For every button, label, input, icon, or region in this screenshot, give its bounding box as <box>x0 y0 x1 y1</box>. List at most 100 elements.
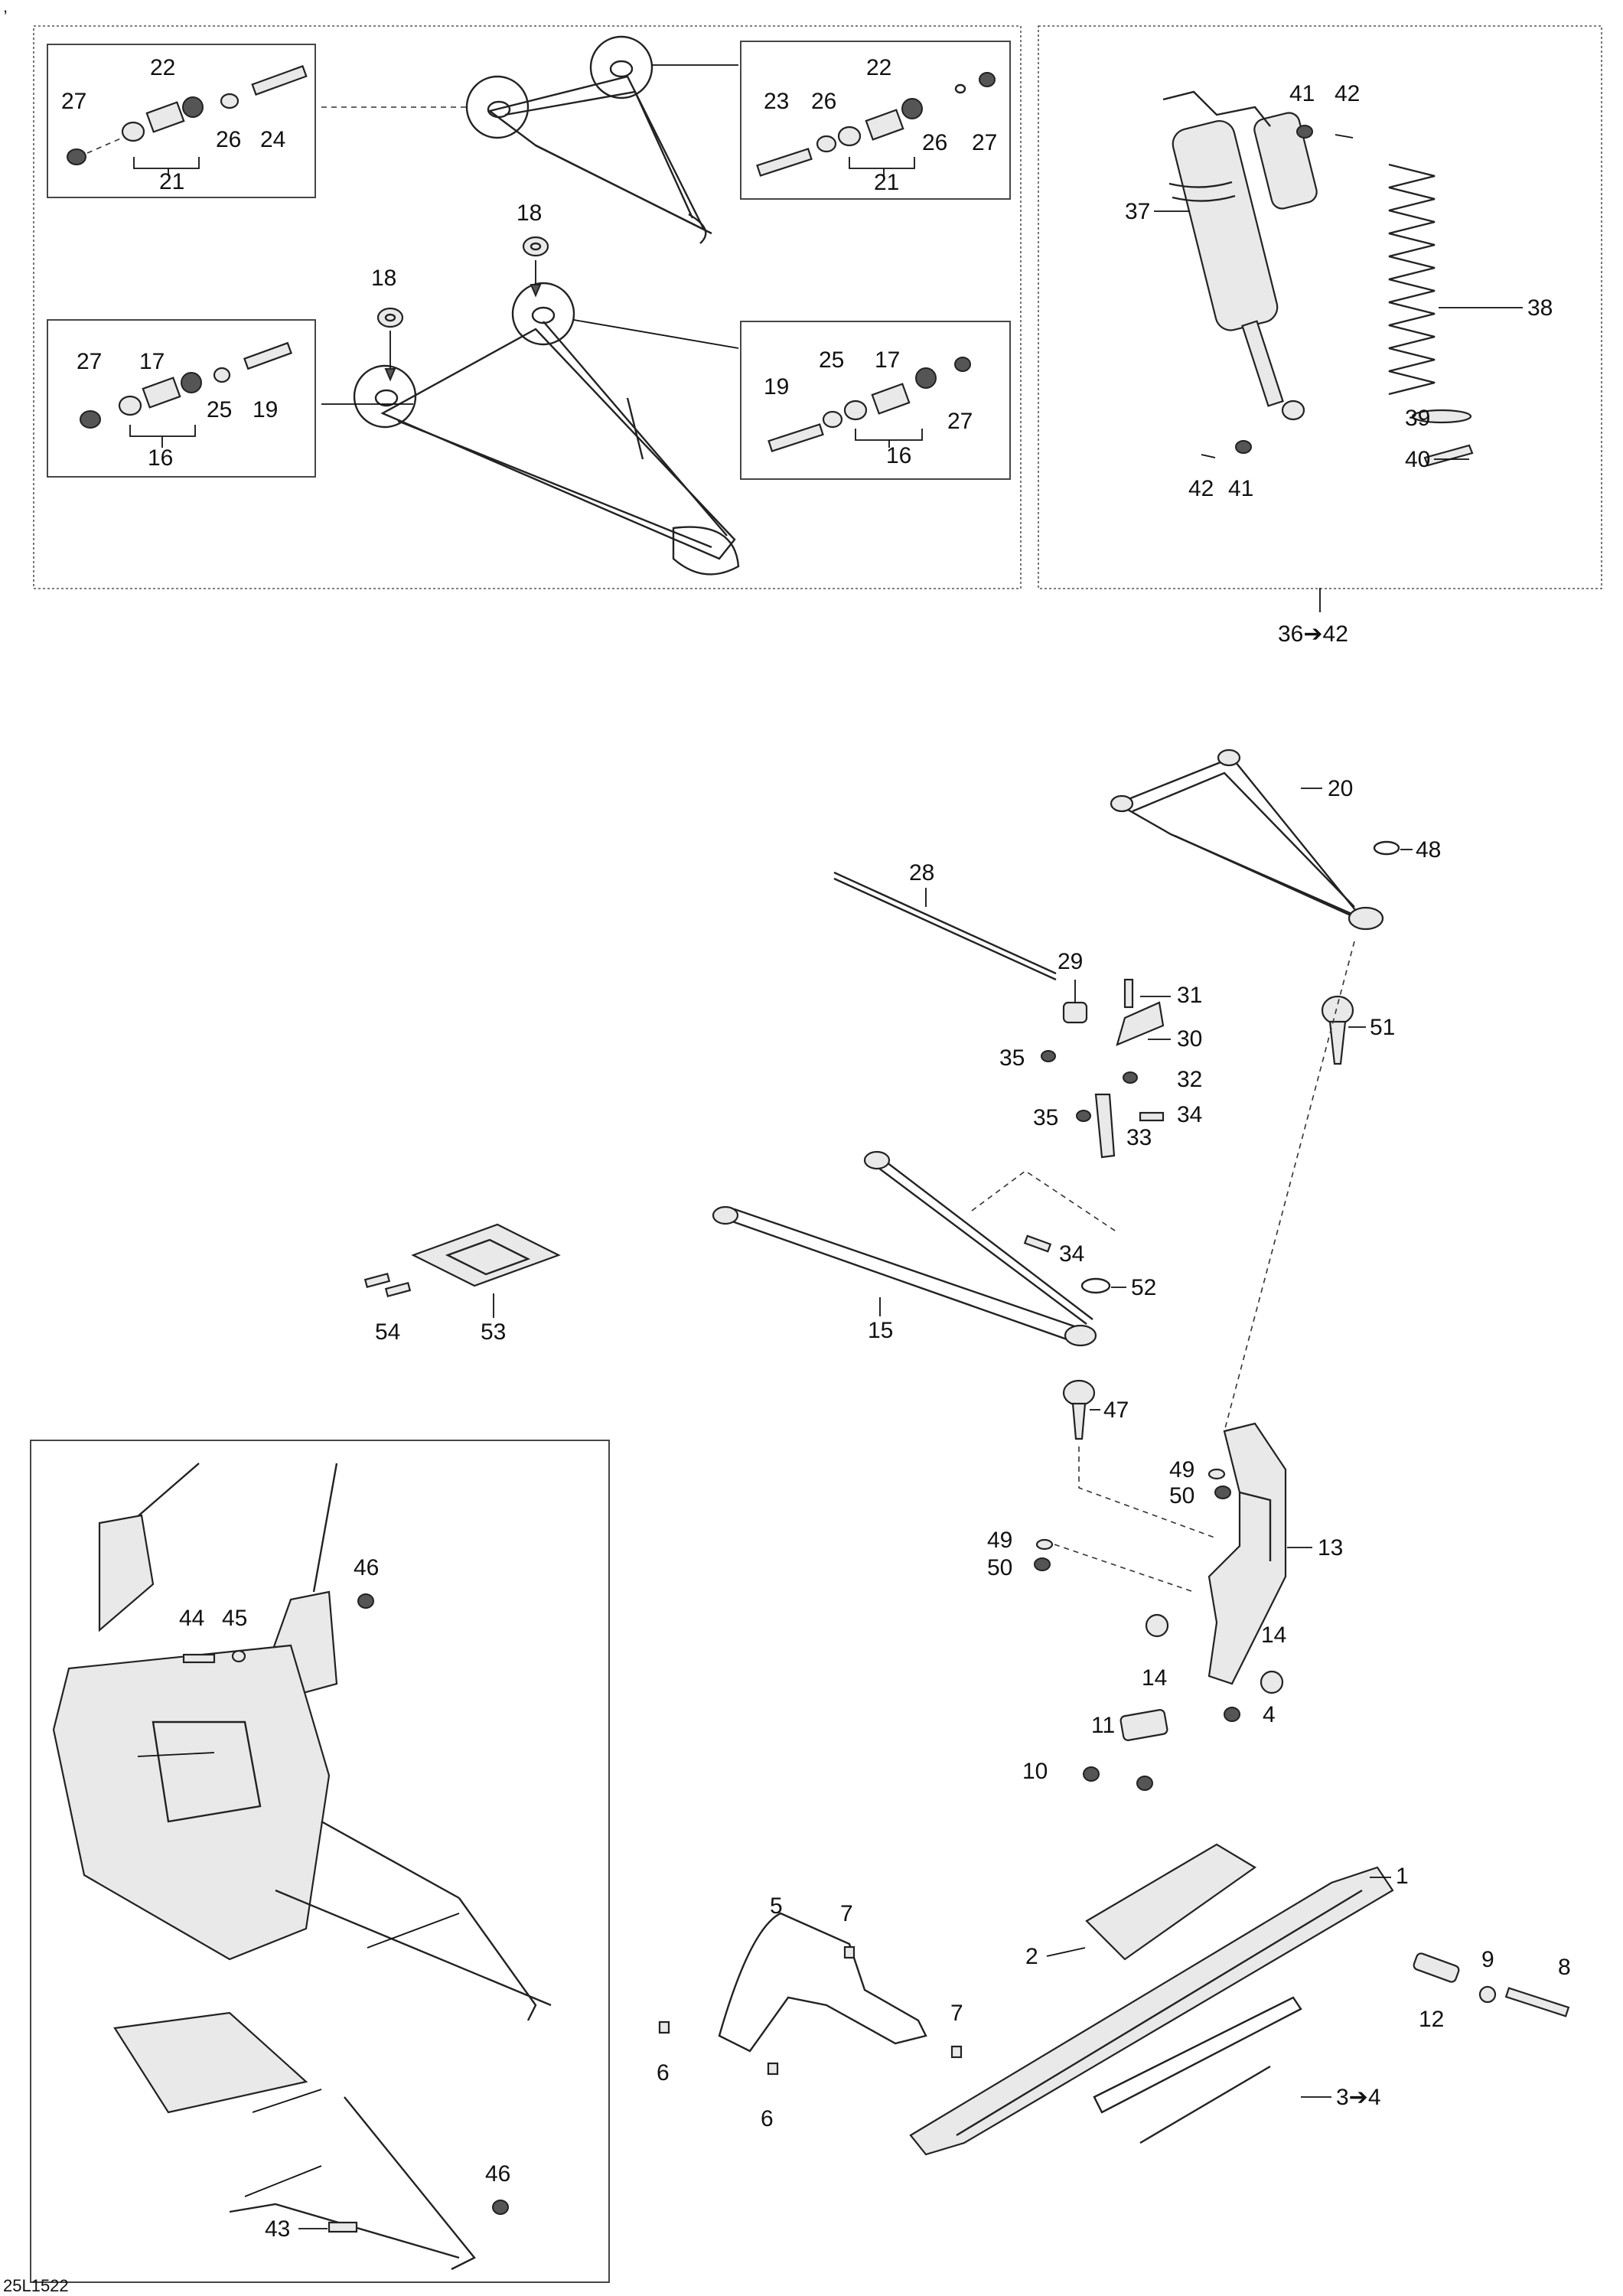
label-10: 10 <box>1022 1759 1048 1784</box>
label-23: 23 <box>764 89 789 114</box>
label-19: 19 <box>253 397 278 422</box>
screw-6-right <box>767 2062 779 2076</box>
label-3-4: 3➔4 <box>1336 2085 1381 2110</box>
label-27: 27 <box>972 130 997 155</box>
bolt-34-lower <box>1023 1234 1052 1253</box>
label-37: 37 <box>1125 199 1150 224</box>
sway-bar-28: 28 <box>833 860 1057 981</box>
screw-6-left <box>658 2020 670 2034</box>
detail-box-upper-right: 23 26 22 26 27 21 <box>740 41 1011 200</box>
frame-shock-absorber: 41 42 37 38 39 40 42 41 36➔42 <box>1038 25 1602 647</box>
label-27: 27 <box>77 349 102 374</box>
label-14: 14 <box>1142 1665 1167 1691</box>
label-26: 26 <box>922 130 947 155</box>
bolt-44 <box>182 1653 216 1664</box>
label-31: 31 <box>1177 983 1202 1008</box>
label-5: 5 <box>770 1893 783 1919</box>
label-33: 33 <box>1126 1125 1152 1150</box>
ball-joint-47: 47 <box>1062 1379 1129 1440</box>
cap-11 <box>1119 1709 1168 1741</box>
washer-9 <box>1478 1985 1497 2004</box>
label-46: 46 <box>354 1555 379 1580</box>
nut-50-top <box>1214 1486 1231 1499</box>
dash-connector <box>1224 941 1355 1432</box>
label-50: 50 <box>987 1555 1012 1580</box>
label-25: 25 <box>819 347 844 373</box>
label-1: 1 <box>1396 1864 1409 1889</box>
label-17: 17 <box>875 347 900 373</box>
dash-connector <box>1078 1446 1217 1539</box>
plate-40 <box>1423 444 1474 467</box>
frame-border <box>30 1440 610 2283</box>
bolt-54-a <box>363 1272 391 1289</box>
label-21: 21 <box>159 169 184 194</box>
detail-box-lower-left: 27 17 25 19 16 <box>47 319 316 478</box>
washer-18-lower: 18 <box>371 266 404 382</box>
washer-49-bottom <box>1035 1538 1054 1551</box>
label-13: 13 <box>1318 1535 1343 1561</box>
label-14: 14 <box>1261 1623 1286 1648</box>
spindle-13: 13 <box>1207 1422 1343 1685</box>
label-24: 24 <box>260 127 285 152</box>
label-7: 7 <box>840 1901 853 1926</box>
label-40: 40 <box>1405 447 1430 472</box>
box-border <box>47 44 316 198</box>
label-18: 18 <box>371 266 396 291</box>
label-50: 50 <box>1169 1483 1194 1508</box>
bolt-31 <box>1123 978 1134 1009</box>
clip-39 <box>1411 409 1472 424</box>
label-44: 44 <box>179 1606 204 1631</box>
label-41: 41 <box>1228 476 1253 501</box>
label-49: 49 <box>987 1528 1012 1553</box>
label-22: 22 <box>866 55 891 80</box>
spring-38 <box>1388 163 1436 396</box>
bolt-43 <box>328 2221 358 2233</box>
label-46: 46 <box>485 2161 510 2187</box>
label-36-42: 36➔42 <box>1278 621 1348 647</box>
label-30: 30 <box>1177 1026 1202 1052</box>
nut-4-top <box>1224 1707 1240 1722</box>
label-34: 34 <box>1177 1102 1202 1127</box>
label-6: 6 <box>761 2106 774 2131</box>
label-34: 34 <box>1059 1241 1084 1267</box>
label-26: 26 <box>811 89 836 114</box>
label-17: 17 <box>139 349 165 374</box>
frame-chassis-mount: 46 44 45 46 43 <box>30 1440 610 2283</box>
label-7: 7 <box>950 2001 963 2026</box>
label-16: 16 <box>148 445 173 471</box>
box-border <box>47 319 316 478</box>
label-43: 43 <box>265 2216 290 2242</box>
detail-box-lower-right: 19 25 17 16 27 <box>740 321 1011 480</box>
label-29: 29 <box>1058 949 1083 974</box>
label-16: 16 <box>886 443 911 468</box>
label-21: 21 <box>874 170 899 195</box>
diagram-code: 25L1522 <box>3 2276 69 2295</box>
bushing-14-right <box>1260 1670 1284 1694</box>
upper-a-arm-drawing <box>465 35 712 244</box>
nut-10 <box>1083 1766 1100 1782</box>
washer-49-top <box>1207 1468 1226 1480</box>
bolt-8 <box>1504 1987 1570 2017</box>
bushing-41-top <box>1296 125 1313 139</box>
box-border <box>740 321 1011 480</box>
label-49: 49 <box>1169 1457 1194 1482</box>
label-54: 54 <box>375 1319 400 1345</box>
label-42: 42 <box>1188 476 1214 501</box>
nut-46-bottom <box>492 2200 509 2215</box>
label-27: 27 <box>61 89 86 114</box>
detail-box-upper-left: 27 22 26 24 21 <box>47 44 316 198</box>
bushing-14-left <box>1145 1613 1169 1638</box>
screw-7-top <box>843 1945 855 1959</box>
sway-bar-link-hardware: 29 30 31 32 35 35 33 34 <box>999 949 1202 1159</box>
label-26: 26 <box>216 127 241 152</box>
label-6: 6 <box>657 2060 670 2086</box>
ball-joint-51: 51 <box>1321 995 1395 1065</box>
label-27: 27 <box>947 409 973 434</box>
label-22: 22 <box>150 55 175 80</box>
frame-border <box>33 25 1022 589</box>
lower-a-arm-drawing <box>353 282 740 576</box>
pin-42-top <box>1335 134 1354 139</box>
nut-32 <box>1123 1071 1138 1084</box>
label-35: 35 <box>1033 1105 1058 1130</box>
